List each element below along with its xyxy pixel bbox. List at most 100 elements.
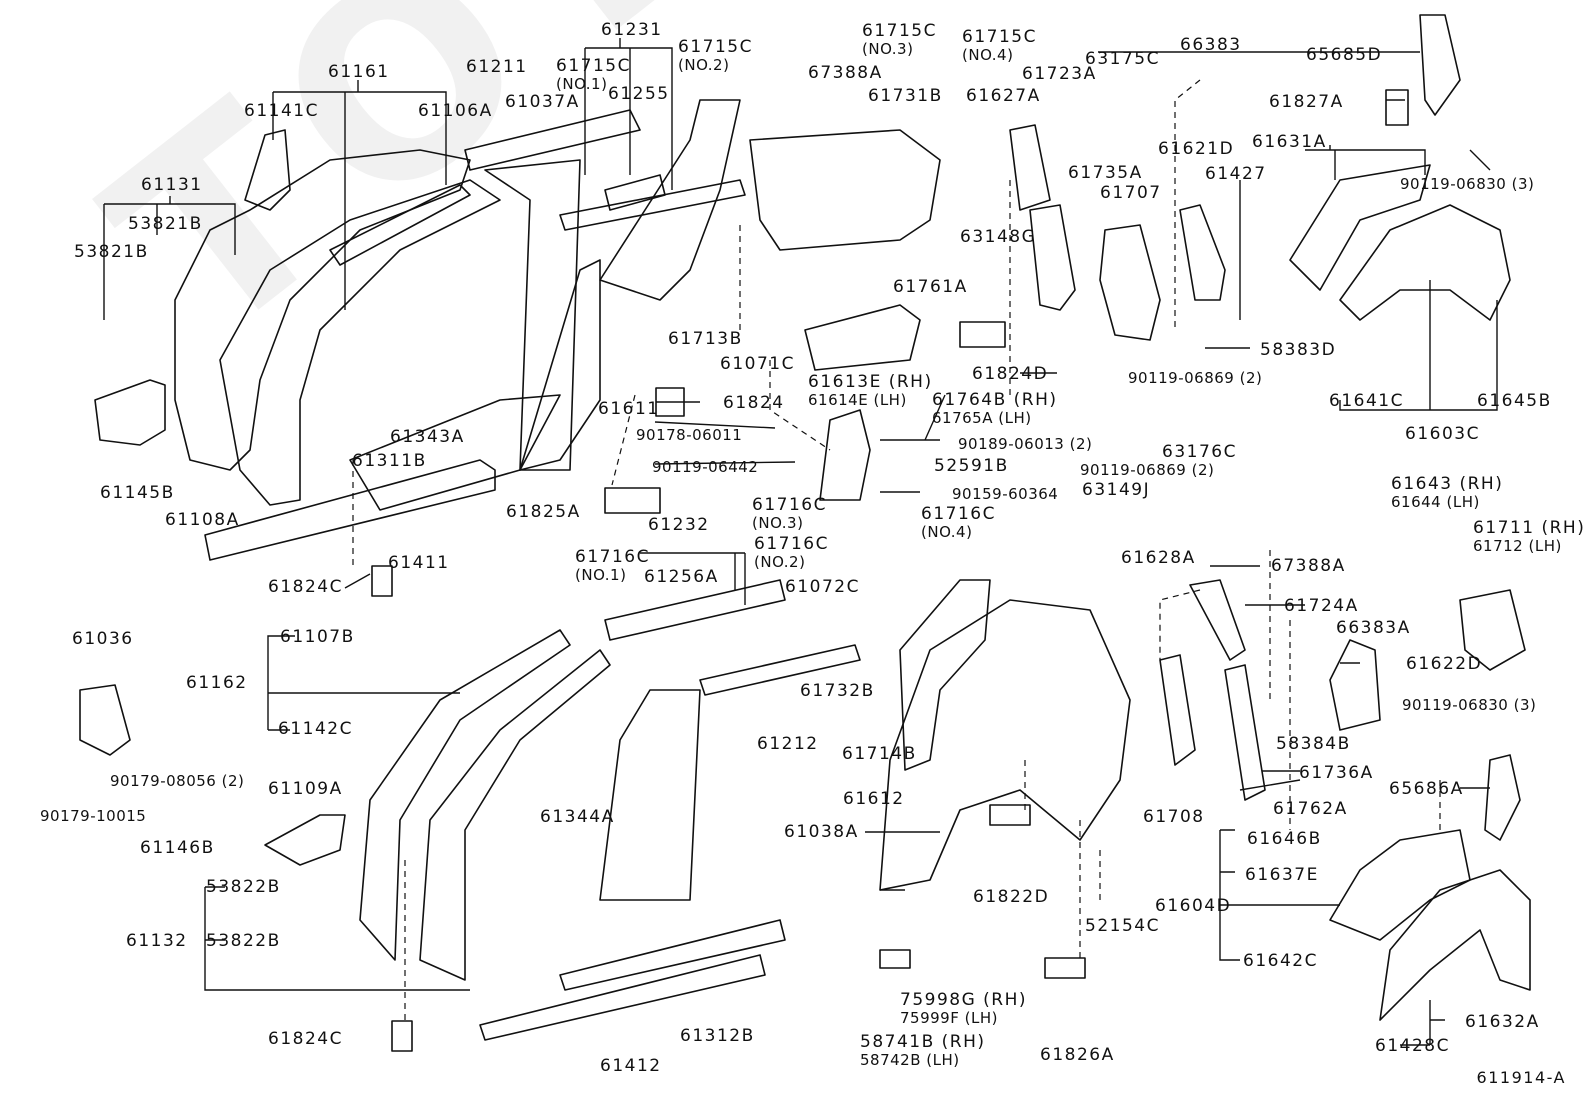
part-label[interactable]: 61723A: [1022, 64, 1097, 84]
part-label[interactable]: 61603C: [1405, 424, 1480, 444]
part-label[interactable]: 53821B: [128, 214, 203, 234]
part-label[interactable]: 61211: [466, 57, 528, 77]
part-label[interactable]: 66383: [1180, 35, 1242, 55]
part-label[interactable]: 61715C(NO.1): [556, 57, 631, 93]
part-label[interactable]: 61107B: [280, 627, 355, 647]
part-label[interactable]: 61106A: [418, 101, 493, 121]
part-label[interactable]: 53821B: [74, 242, 149, 262]
part-label[interactable]: 61827A: [1269, 92, 1344, 112]
part-label[interactable]: 61604D: [1155, 896, 1232, 916]
part-label[interactable]: 61713B: [668, 329, 743, 349]
part-label[interactable]: 61109A: [268, 779, 343, 799]
part-label[interactable]: 61714B: [842, 744, 917, 764]
part-label[interactable]: 61822D: [973, 887, 1050, 907]
part-label[interactable]: 58384B: [1276, 734, 1351, 754]
part-label[interactable]: 61145B: [100, 483, 175, 503]
part-label[interactable]: 61716C(NO.3): [752, 496, 827, 532]
part-label[interactable]: 61428C: [1375, 1036, 1450, 1056]
part-label[interactable]: 61628A: [1121, 548, 1196, 568]
part-label[interactable]: 61715C(NO.3): [862, 22, 937, 58]
part-label[interactable]: 61036: [72, 629, 134, 649]
part-label[interactable]: 52154C: [1085, 916, 1160, 936]
part-label[interactable]: 61072C: [785, 577, 860, 597]
part-label[interactable]: 61824C: [268, 1029, 343, 1049]
part-label[interactable]: 61824C: [268, 577, 343, 597]
part-label[interactable]: 61231: [601, 20, 663, 40]
part-label[interactable]: 90119-06869 (2): [1080, 461, 1215, 479]
part-label[interactable]: 61731B: [868, 86, 943, 106]
part-label[interactable]: 63175C: [1085, 49, 1160, 69]
part-label[interactable]: 61312B: [680, 1026, 755, 1046]
part-label[interactable]: 61232: [648, 515, 710, 535]
part-label[interactable]: 61141C: [244, 101, 319, 121]
part-label[interactable]: 61161: [328, 62, 390, 82]
part-label[interactable]: 61612: [843, 789, 905, 809]
part-label[interactable]: 61071C: [720, 354, 795, 374]
part-label[interactable]: 61824: [723, 393, 785, 413]
part-label[interactable]: 52591B: [934, 456, 1009, 476]
part-label[interactable]: 61344A: [540, 807, 615, 827]
part-label[interactable]: 63149J: [1082, 480, 1151, 500]
part-label[interactable]: 61826A: [1040, 1045, 1115, 1065]
part-label[interactable]: 65685D: [1306, 45, 1383, 65]
part-label[interactable]: 67388A: [1271, 556, 1346, 576]
part-label[interactable]: 63148G: [960, 227, 1037, 247]
part-label[interactable]: 61708: [1143, 807, 1205, 827]
part-label[interactable]: 61256A: [644, 567, 719, 587]
part-label[interactable]: 61162: [186, 673, 248, 693]
part-label[interactable]: 61212: [757, 734, 819, 754]
part-label[interactable]: 90189-06013 (2): [958, 435, 1093, 453]
part-label[interactable]: 90119-06830 (3): [1402, 696, 1537, 714]
part-label[interactable]: 61611: [598, 399, 660, 419]
part-label[interactable]: 61108A: [165, 510, 240, 530]
part-label[interactable]: 61632A: [1465, 1012, 1540, 1032]
part-label[interactable]: 61631A: [1252, 132, 1327, 152]
part-label[interactable]: 61825A: [506, 502, 581, 522]
part-label[interactable]: 61146B: [140, 838, 215, 858]
part-label[interactable]: 61716C(NO.2): [754, 535, 829, 571]
part-label[interactable]: 61637E: [1245, 865, 1319, 885]
part-label[interactable]: 61642C: [1243, 951, 1318, 971]
part-label[interactable]: 61627A: [966, 86, 1041, 106]
part-label[interactable]: 61736A: [1299, 763, 1374, 783]
part-label[interactable]: 75998G (RH)75999F (LH): [900, 991, 1027, 1027]
part-label[interactable]: 63176C: [1162, 442, 1237, 462]
part-label[interactable]: 58741B (RH)58742B (LH): [860, 1033, 986, 1069]
part-label[interactable]: 61613E (RH)61614E (LH): [808, 373, 933, 409]
part-label[interactable]: 61411: [388, 553, 450, 573]
part-label[interactable]: 61645B: [1477, 391, 1552, 411]
part-label[interactable]: 90119-06869 (2): [1128, 369, 1263, 387]
part-label[interactable]: 90179-08056 (2): [110, 772, 245, 790]
part-label[interactable]: 61732B: [800, 681, 875, 701]
part-label[interactable]: 61715C(NO.4): [962, 28, 1037, 64]
part-label[interactable]: 61724A: [1284, 596, 1359, 616]
part-label[interactable]: 61711 (RH)61712 (LH): [1473, 519, 1585, 555]
part-label[interactable]: 53822B: [206, 877, 281, 897]
part-label[interactable]: 65686A: [1389, 779, 1464, 799]
part-label[interactable]: 53822B: [206, 931, 281, 951]
part-label[interactable]: 61412: [600, 1056, 662, 1076]
part-label[interactable]: 61764B (RH)61765A (LH): [932, 391, 1058, 427]
part-label[interactable]: 61343A: [390, 427, 465, 447]
part-label[interactable]: 61132: [126, 931, 188, 951]
part-label[interactable]: 61646B: [1247, 829, 1322, 849]
part-label[interactable]: 61131: [141, 175, 203, 195]
part-label[interactable]: 67388A: [808, 63, 883, 83]
part-label[interactable]: 61643 (RH)61644 (LH): [1391, 475, 1503, 511]
part-label[interactable]: 61716C(NO.4): [921, 505, 996, 541]
part-label[interactable]: 90119-06442: [652, 458, 759, 476]
part-label[interactable]: 61735A: [1068, 163, 1143, 183]
part-label[interactable]: 61038A: [784, 822, 859, 842]
part-label[interactable]: 61707: [1100, 183, 1162, 203]
part-label[interactable]: 90119-06830 (3): [1400, 175, 1535, 193]
part-label[interactable]: 61761A: [893, 277, 968, 297]
part-label[interactable]: 61255: [608, 84, 670, 104]
part-label[interactable]: 61716C(NO.1): [575, 548, 650, 584]
part-label[interactable]: 61641C: [1329, 391, 1404, 411]
part-label[interactable]: 61311B: [352, 451, 427, 471]
part-label[interactable]: 61427: [1205, 164, 1267, 184]
part-label[interactable]: 61762A: [1273, 799, 1348, 819]
part-label[interactable]: 90159-60364: [952, 485, 1059, 503]
part-label[interactable]: 61621D: [1158, 139, 1235, 159]
part-label[interactable]: 61142C: [278, 719, 353, 739]
